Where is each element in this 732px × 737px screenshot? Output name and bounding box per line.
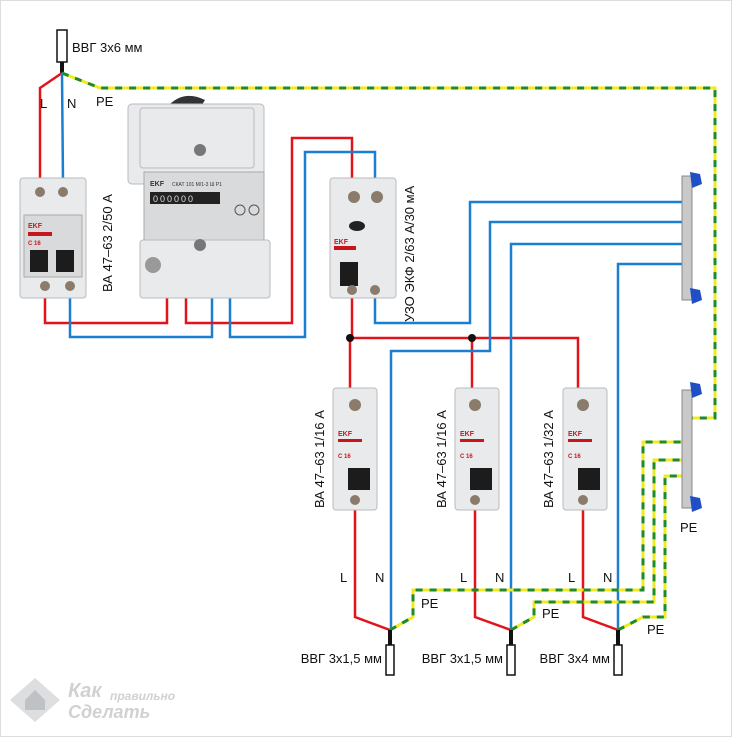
breaker-1-label: ВА 47–63 1/16 А [312, 410, 327, 508]
out-2-l-label: L [460, 570, 467, 585]
neutral-wire-out-2 [509, 242, 686, 630]
junction-dot [468, 334, 476, 342]
svg-text:EKF: EKF [460, 431, 475, 438]
svg-text:C 16: C 16 [338, 454, 351, 460]
svg-text:C 16: C 16 [568, 454, 581, 460]
svg-text:Сделать: Сделать [68, 702, 150, 722]
output-cable-2-label: ВВГ 3х1,5 мм [422, 651, 503, 666]
neutral-wire-breaker-meter [68, 298, 214, 339]
neutral-wire-meter-rcd [228, 150, 377, 339]
phase-wire-breaker-meter [43, 298, 169, 325]
phase-wire-out-1 [353, 508, 391, 632]
phase-wire-in [38, 71, 63, 182]
breaker-1: EKF C 16 [332, 387, 378, 511]
svg-text:000000: 000000 [153, 194, 195, 204]
pe-wire-out-2 [510, 458, 688, 632]
svg-text:EKF: EKF [334, 239, 349, 246]
svg-text:EKF: EKF [150, 181, 165, 188]
output-cable-3-label: ВВГ 3х4 мм [540, 651, 611, 666]
breaker-2-label: ВА 47–63 1/16 А [434, 410, 449, 508]
svg-text:C 16: C 16 [460, 454, 473, 460]
out-1-l-label: L [340, 570, 347, 585]
supply-cable: ВВГ 3х6 мм [56, 29, 143, 73]
n-label-top: N [67, 96, 76, 111]
neutral-wire-out-1 [389, 220, 686, 630]
svg-text:EKF: EKF [28, 223, 43, 230]
svg-text:Как: Как [68, 680, 102, 702]
out-3-n-label: N [603, 570, 612, 585]
neutral-busbar [681, 172, 702, 304]
svg-text:правильно: правильно [110, 689, 175, 703]
svg-text:C 16: C 16 [28, 241, 41, 247]
pe-busbar-label: PE [680, 520, 698, 535]
watermark-logo: Как правильно Сделать [10, 678, 175, 722]
neutral-wire-in [60, 72, 65, 183]
l-label-top: L [40, 96, 47, 111]
out-3-l-label: L [568, 570, 575, 585]
svg-text:EKF: EKF [338, 431, 353, 438]
junction-dot [346, 334, 354, 342]
out-1-pe-label: PE [421, 596, 439, 611]
pe-label-top: PE [96, 94, 114, 109]
breaker-3: EKF C 16 [562, 387, 608, 511]
svg-text:СКАТ 101 М/1-3 Ш Р1: СКАТ 101 М/1-3 Ш Р1 [172, 182, 222, 188]
phase-wire-out-2 [473, 508, 512, 632]
breaker-3-label: ВА 47–63 1/32 А [541, 410, 556, 508]
neutral-wire-out-3 [616, 262, 686, 630]
svg-text:EKF: EKF [568, 431, 583, 438]
pe-wire-out-1 [389, 440, 688, 632]
out-1-n-label: N [375, 570, 384, 585]
main-breaker-label: ВА 47–63 2/50 А [100, 194, 115, 292]
phase-wire-meter-rcd [184, 136, 354, 325]
pe-main-wire [61, 71, 717, 420]
pe-busbar [681, 382, 702, 512]
main-breaker: EKF C 16 [19, 177, 87, 299]
pe-wire-out-3 [617, 474, 688, 632]
breaker-2: EKF C 16 [454, 387, 500, 511]
phase-distribution-wire [350, 336, 580, 392]
supply-cable-label: ВВГ 3х6 мм [72, 40, 143, 55]
out-2-n-label: N [495, 570, 504, 585]
output-cable-1-label: ВВГ 3х1,5 мм [301, 651, 382, 666]
out-3-pe-label: PE [647, 622, 665, 637]
phase-wire-out-3 [581, 508, 619, 632]
neutral-wire-rcd-bus [373, 200, 686, 325]
electric-meter: EKF СКАТ 101 М/1-3 Ш Р1 000000 [127, 95, 271, 299]
out-2-pe-label: PE [542, 606, 560, 621]
rcd-label: УЗО ЭКФ 2/63 А/30 мА [402, 185, 417, 322]
output-cable-3 [613, 630, 623, 676]
output-cable-2 [506, 630, 516, 676]
rcd: EKF [329, 177, 397, 299]
output-cable-1 [385, 630, 395, 676]
